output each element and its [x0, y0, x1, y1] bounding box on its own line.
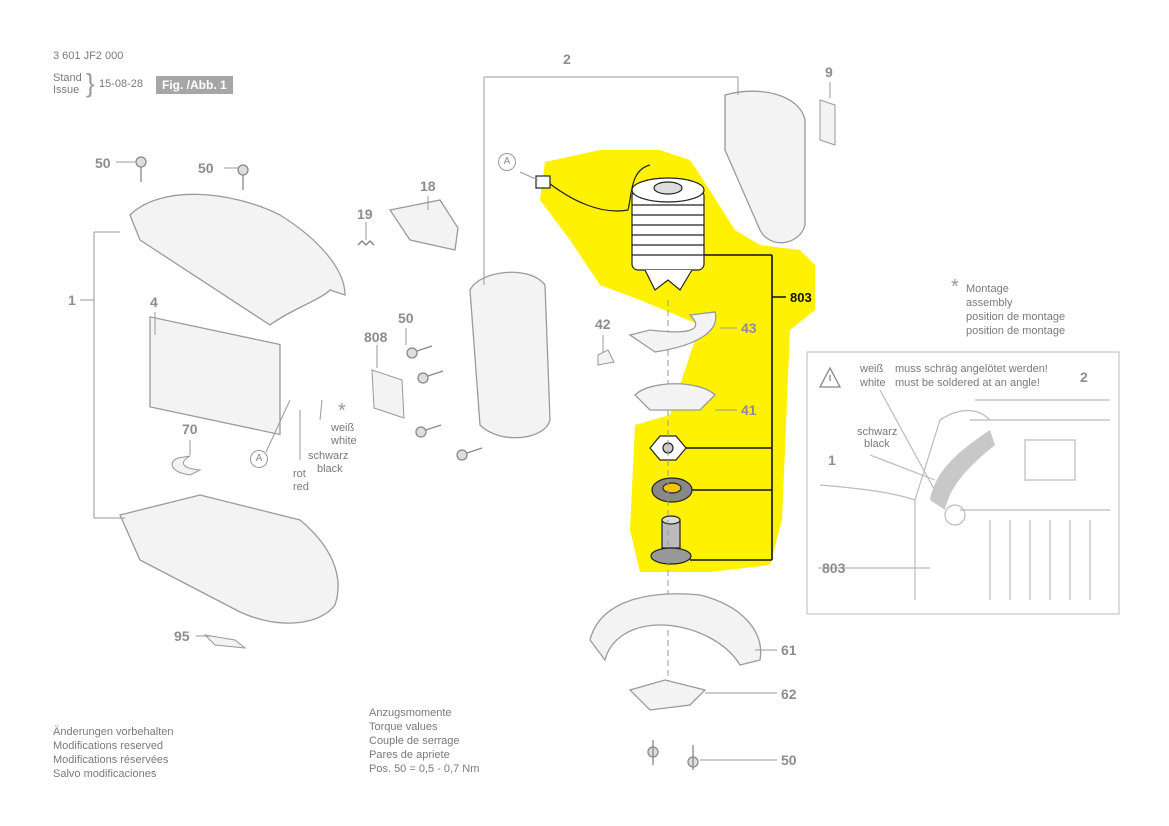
- doc-number: 3 601 JF2 000: [53, 50, 124, 62]
- modifications-de: Änderungen vorbehalten: [53, 726, 174, 738]
- label-95: [203, 634, 247, 649]
- callout-50-top: 50: [198, 160, 214, 176]
- callout-9: 9: [825, 64, 833, 80]
- modifications-note: Änderungen vorbehalten Modifications res…: [53, 725, 173, 781]
- detail-warn-en-color: white: [860, 377, 886, 389]
- circuit-board-4: [149, 316, 281, 436]
- torque-es: Pares de apriete: [369, 749, 450, 761]
- callout-808: 808: [364, 329, 388, 345]
- connector-marker-a-left: A: [250, 450, 268, 468]
- clip-42: [597, 349, 615, 366]
- modifications-fr: Modifications réservées: [53, 754, 169, 766]
- modifications-en: Modifications reserved: [53, 740, 164, 752]
- torque-de: Anzugsmomente: [369, 707, 452, 719]
- screw-50-f: [456, 447, 483, 461]
- motor-housing-2: [469, 271, 551, 439]
- base-plate-62: [628, 679, 707, 711]
- montage-line-4: position de montage: [966, 325, 1066, 337]
- montage-line-1: Montage: [966, 283, 1009, 295]
- callout-4: 4: [150, 294, 158, 310]
- clip-70: [171, 455, 202, 476]
- asterisk-left: *: [338, 400, 346, 422]
- switch-slider-18: [388, 199, 459, 251]
- upper-housing-shell: [129, 193, 346, 326]
- issue-date: 15-08-28: [99, 78, 144, 90]
- detail-box: [806, 351, 1120, 615]
- spring-19: [357, 239, 375, 247]
- wire-rot: rot: [293, 468, 306, 480]
- callout-62: 62: [781, 686, 797, 702]
- wire-white: white: [331, 435, 357, 447]
- figure-label: Fig. /Abb. 1: [156, 76, 233, 94]
- callout-2: 2: [563, 51, 571, 67]
- fan-impeller: [649, 435, 687, 461]
- label-808: [371, 369, 405, 419]
- label-9: [819, 99, 836, 146]
- callout-70: 70: [182, 421, 198, 437]
- wire-weiss: weiß: [331, 422, 355, 434]
- stand-label: Stand: [53, 72, 82, 84]
- detail-black: black: [864, 438, 890, 450]
- callout-95: 95: [174, 628, 190, 644]
- screw-50-h: [687, 745, 699, 770]
- issue-label: Issue: [53, 84, 80, 96]
- screw-50-b: [237, 164, 249, 190]
- ball-bearing: [651, 477, 693, 503]
- callout-803: 803: [790, 290, 812, 305]
- rear-cover-9: [724, 90, 806, 244]
- screw-50-a: [135, 156, 147, 182]
- wire-schwarz: schwarz: [308, 450, 349, 462]
- wire-red: red: [293, 481, 309, 493]
- callout-1: 1: [68, 292, 76, 308]
- front-cap-61: [589, 593, 762, 666]
- detail-ref-803: 803: [822, 560, 846, 576]
- wire-black: black: [317, 463, 343, 475]
- callout-50-bottom: 50: [781, 752, 797, 768]
- torque-note: Anzugsmomente Torque values Couple de se…: [369, 706, 479, 776]
- torque-fr: Couple de serrage: [369, 735, 460, 747]
- callout-41: 41: [741, 402, 757, 418]
- dust-ring-41: [634, 383, 716, 411]
- torque-value: Pos. 50 = 0,5 - 0,7 Nm: [369, 763, 480, 775]
- callout-43: 43: [741, 320, 757, 336]
- montage-line-3: position de montage: [966, 311, 1066, 323]
- modifications-es: Salvo modificaciones: [53, 768, 157, 780]
- detail-schwarz: schwarz: [857, 426, 898, 438]
- screw-50-e: [415, 424, 442, 438]
- detail-warn-de-text: muss schräg angelötet werden!: [895, 363, 1048, 375]
- screw-50-c: [406, 345, 433, 359]
- clip-43: [628, 311, 717, 353]
- screw-50-g: [647, 740, 659, 765]
- callout-50-mid: 50: [398, 310, 414, 326]
- detail-warn-de-color: weiß: [860, 363, 884, 375]
- torque-en: Torque values: [369, 721, 438, 733]
- screw-50-d: [417, 370, 444, 384]
- spindle-shaft: [650, 515, 692, 565]
- callout-42: 42: [595, 316, 611, 332]
- lower-housing-shell: [119, 494, 339, 624]
- callout-61: 61: [781, 642, 797, 658]
- montage-asterisk: *: [951, 276, 959, 298]
- callout-18: 18: [420, 178, 436, 194]
- montage-line-2: assembly: [966, 297, 1013, 309]
- detail-warn-en-text: must be soldered at an angle!: [895, 377, 1040, 389]
- brace: }: [86, 68, 95, 98]
- motor-armature-803: [535, 164, 705, 291]
- connector-marker-a-top: A: [498, 153, 516, 171]
- callout-50-top-left: 50: [95, 155, 111, 171]
- callout-19: 19: [357, 206, 373, 222]
- detail-ref-2: 2: [1080, 369, 1088, 385]
- detail-ref-1: 1: [828, 452, 836, 468]
